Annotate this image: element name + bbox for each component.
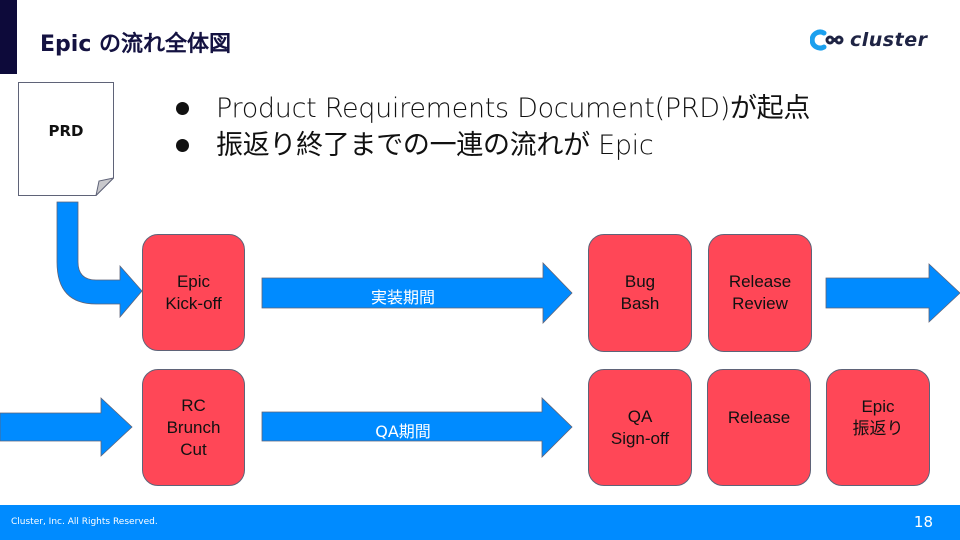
step-release: Release [707, 369, 811, 486]
footer-copyright: Cluster, Inc. All Rights Reserved. [11, 517, 158, 527]
bullet-list: Product Requirements Document(PRD)が起点 振返… [172, 90, 810, 164]
slide-title: Epic の流れ全体図 [40, 32, 232, 57]
prd-document-shape [18, 82, 114, 196]
qa-period-arrow [261, 397, 573, 458]
bullet-dot-icon [176, 102, 189, 115]
implementation-period-arrow [261, 262, 573, 324]
logo-wordmark: cluster [850, 29, 928, 51]
footer-bar: Cluster, Inc. All Rights Reserved. 18 [0, 505, 960, 540]
prd-to-kickoff-arrow [56, 201, 143, 319]
qa-period-label: QA期間 [375, 422, 431, 441]
cluster-logo-icon [810, 29, 844, 51]
bullet-item: Product Requirements Document(PRD)が起点 [172, 90, 810, 127]
title-accent-bar [0, 0, 17, 74]
continuation-arrow [825, 263, 960, 323]
page-number: 18 [913, 513, 933, 531]
bullet-item: 振返り終了までの一連の流れが Epic [172, 127, 810, 164]
prd-label: PRD [48, 122, 84, 140]
bullet-dot-icon [176, 139, 189, 152]
implementation-period-label: 実装期間 [370, 288, 435, 307]
cluster-logo: cluster [810, 26, 927, 54]
incoming-arrow [0, 397, 133, 457]
